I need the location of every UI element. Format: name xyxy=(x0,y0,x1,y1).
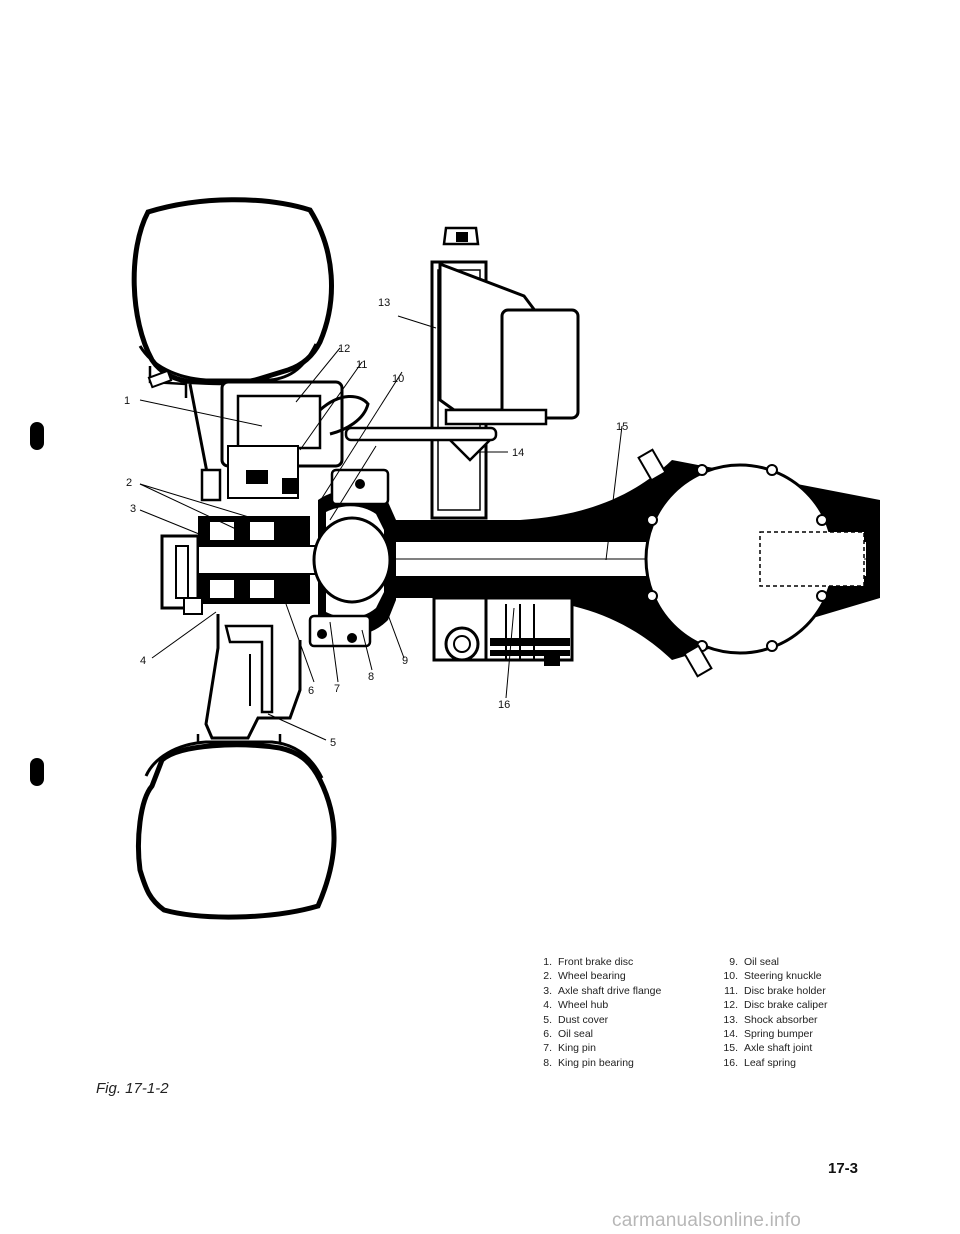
callout-1: 1 xyxy=(124,395,130,407)
callout-14: 14 xyxy=(512,447,524,459)
legend-number: 13. xyxy=(723,1013,738,1026)
legend-item: 5. Dust cover xyxy=(536,1013,706,1027)
leader-lines xyxy=(139,315,623,741)
figure-caption: Fig. 17-1-2 xyxy=(96,1080,169,1097)
legend-item: 8. King pin bearing xyxy=(536,1056,706,1070)
legend-number: 12. xyxy=(723,999,738,1012)
callout-8: 8 xyxy=(368,671,374,683)
legend-text: Disc brake caliper xyxy=(744,999,828,1012)
legend-number: 9. xyxy=(729,956,738,968)
legend-text: Disc brake holder xyxy=(744,984,826,997)
callout-11: 11 xyxy=(356,359,367,371)
legend-text: Wheel bearing xyxy=(558,970,626,983)
legend-text: Front brake disc xyxy=(558,956,634,968)
callout-16: 16 xyxy=(498,699,510,711)
legend-number: 8. xyxy=(543,1056,552,1069)
legend-number: 3. xyxy=(543,984,552,997)
steering-knuckle xyxy=(308,468,396,648)
callout-6: 6 xyxy=(308,685,314,697)
callout-4: 4 xyxy=(140,655,146,667)
hub-and-bearing xyxy=(160,516,319,615)
legend-item: 10. Steering knuckle xyxy=(722,969,882,983)
legend-column-2: 9. Oil seal 10. Steering knuckle 11. Disc b… xyxy=(722,955,882,1070)
legend-number: 4. xyxy=(543,999,552,1012)
legend-text: Spring bumper xyxy=(744,1028,813,1041)
callout-9: 9 xyxy=(402,655,408,667)
legend-item: 15. Axle shaft joint xyxy=(722,1041,882,1055)
legend-item: 4. Wheel hub xyxy=(536,998,706,1012)
legend-number: 15. xyxy=(723,1042,738,1055)
legend-text: Oil seal xyxy=(558,1028,594,1041)
callout-10: 10 xyxy=(392,373,404,385)
legend-number: 5. xyxy=(543,1013,552,1026)
legend-item: 3. Axle shaft drive flange xyxy=(536,984,706,998)
lower-tire xyxy=(136,734,337,920)
legend-item: 2. Wheel bearing xyxy=(536,969,706,983)
callout-7: 7 xyxy=(334,683,340,695)
legend-number: 16. xyxy=(723,1056,738,1069)
legend-text: King pin bearing xyxy=(558,1056,634,1069)
legend-text: Axle shaft joint xyxy=(744,1042,813,1055)
callout-13: 13 xyxy=(378,297,390,309)
legend-text: Leaf spring xyxy=(744,1056,796,1069)
binding-hole-bottom xyxy=(30,758,44,786)
callout-15: 15 xyxy=(616,421,628,433)
legend-item: 1. Front brake disc xyxy=(536,955,706,969)
legend-item: 13. Shock absorber xyxy=(722,1013,882,1027)
legend-text: Wheel hub xyxy=(558,999,609,1012)
legend-text: Steering knuckle xyxy=(744,970,822,983)
callout-3: 3 xyxy=(130,503,136,515)
upper-tire xyxy=(131,197,334,398)
legend-text: Axle shaft drive flange xyxy=(558,984,662,997)
callout-5: 5 xyxy=(330,737,336,749)
legend-text: Shock absorber xyxy=(744,1013,818,1026)
legend-item: 6. Oil seal xyxy=(536,1027,706,1041)
axle-housing xyxy=(392,448,880,678)
shock-absorber xyxy=(344,226,580,662)
callout-labels: 1 2 3 4 5 6 7 8 9 10 11 12 13 14 15 16 xyxy=(124,297,628,749)
watermark-text: carmanualsonline.info xyxy=(612,1210,802,1231)
legend-number: 1. xyxy=(543,956,552,968)
legend-text: Dust cover xyxy=(558,1013,609,1026)
callout-2: 2 xyxy=(126,477,132,489)
legend-number: 2. xyxy=(543,970,552,983)
legend-item: 9. Oil seal xyxy=(722,955,882,969)
legend-item: 14. Spring bumper xyxy=(722,1027,882,1041)
brake-assembly xyxy=(200,380,370,502)
legend-item: 16. Leaf spring xyxy=(722,1056,882,1070)
legend-number: 11. xyxy=(724,984,738,997)
leaf-spring xyxy=(484,596,574,666)
binding-hole-top xyxy=(30,422,44,450)
legend-text: Oil seal xyxy=(744,956,780,968)
legend-item: 11. Disc brake holder xyxy=(722,984,882,998)
legend-column-1: 1. Front brake disc 2. Wheel bearing 3. Axl… xyxy=(536,955,706,1070)
legend-text: King pin xyxy=(558,1042,596,1055)
legend-item: 12. Disc brake caliper xyxy=(722,998,882,1012)
legend-number: 10. xyxy=(723,970,738,983)
legend-number: 7. xyxy=(543,1042,552,1055)
page-number: 17-3 xyxy=(828,1160,859,1177)
legend-item: 7. King pin xyxy=(536,1041,706,1055)
callout-12: 12 xyxy=(338,343,350,355)
legend-number: 6. xyxy=(543,1028,552,1041)
legend-number: 14. xyxy=(723,1028,738,1041)
